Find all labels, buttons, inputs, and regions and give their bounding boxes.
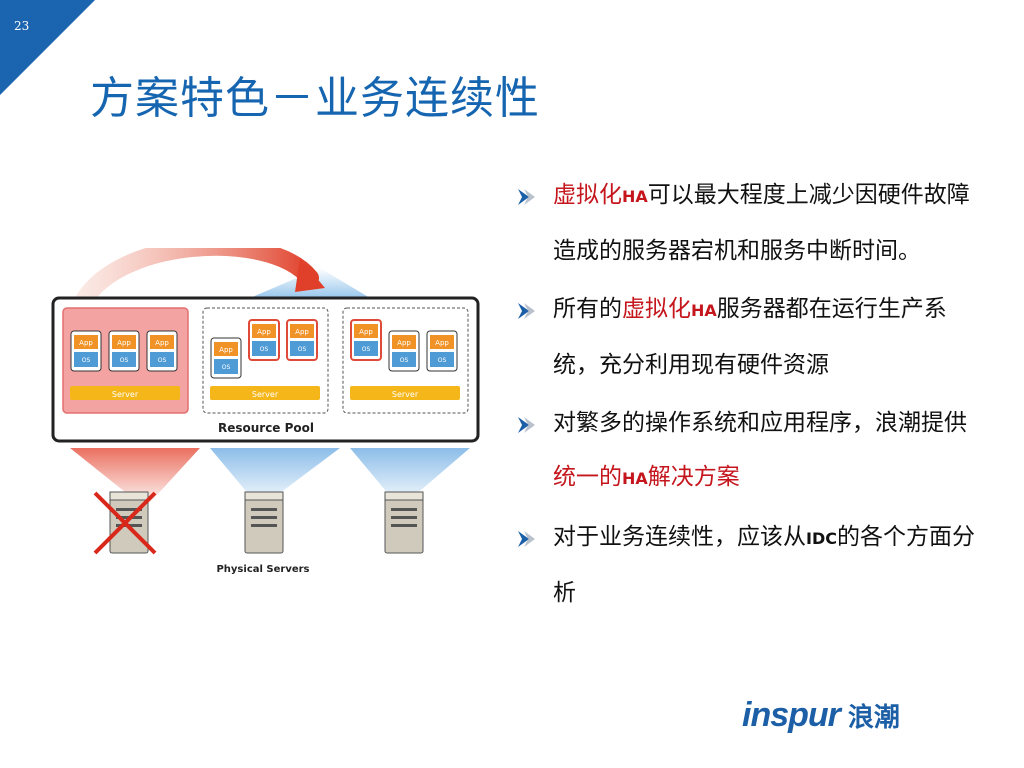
vm-1-3: App OS bbox=[146, 330, 178, 372]
slide-number: 23 bbox=[14, 19, 30, 33]
app-label: App bbox=[117, 339, 131, 347]
server-group-1: App OS App OS App OS Server bbox=[62, 307, 189, 414]
app-label: App bbox=[359, 328, 373, 336]
app-label: App bbox=[219, 346, 233, 354]
bullet-text-pre: 所有的 bbox=[553, 296, 622, 322]
highlight-ha: HA bbox=[622, 469, 648, 488]
vm-2-1: App OS bbox=[210, 337, 242, 379]
vm-3-3: App OS bbox=[426, 330, 458, 372]
beam-down-center bbox=[210, 448, 340, 508]
os-label: OS bbox=[260, 346, 269, 353]
bullet-text-pre: 对繁多的操作系统和应用程序，浪潮提供 bbox=[553, 410, 967, 436]
server-group-3: App OS App OS App OS Server bbox=[342, 307, 469, 414]
migration-arrow bbox=[71, 248, 319, 317]
arrow-head bbox=[295, 258, 325, 292]
ha-diagram: App OS App OS App OS Server App OS bbox=[51, 248, 480, 575]
chevron-bullet-icon bbox=[518, 531, 535, 547]
highlight-ha: HA bbox=[691, 301, 717, 320]
os-label: OS bbox=[82, 357, 91, 364]
idc-label: IDC bbox=[806, 529, 837, 548]
beam-down-left bbox=[70, 448, 200, 508]
app-label: App bbox=[257, 328, 271, 336]
bullet-text-pre: 对于业务连续性，应该从 bbox=[553, 524, 806, 550]
os-label: OS bbox=[158, 357, 167, 364]
physical-servers-label: Physical Servers bbox=[216, 564, 309, 575]
bullet-list: 虚拟化HA可以最大程度上减少因硬件故障造成的服务器宕机和服务中断时间。 所有的虚… bbox=[515, 168, 975, 624]
chevron-bullet-icon bbox=[518, 303, 535, 319]
logo-english: inspur bbox=[742, 696, 841, 734]
chevron-bullet-icon bbox=[518, 189, 535, 205]
resource-pool-label: Resource Pool bbox=[218, 421, 314, 435]
physical-server-2 bbox=[244, 491, 284, 554]
bullet-text: 服务器都在运行生产系统，充分利用现有硬件资源 bbox=[553, 296, 947, 378]
logo-chinese: 浪潮 bbox=[847, 703, 900, 733]
vm-2-3: App OS bbox=[286, 319, 318, 361]
os-label: OS bbox=[362, 346, 371, 353]
chevron-bullet-icon bbox=[518, 417, 535, 433]
highlight-virtualization: 虚拟化 bbox=[622, 296, 691, 322]
os-label: OS bbox=[222, 364, 231, 371]
beam-down-right bbox=[350, 448, 470, 508]
server-label: Server bbox=[252, 390, 279, 399]
highlight-ha: HA bbox=[622, 187, 648, 206]
highlight-solution: 解决方案 bbox=[647, 464, 740, 490]
bullet-item-4: 对于业务连续性，应该从IDC的各个方面分析 bbox=[515, 510, 975, 620]
os-label: OS bbox=[400, 357, 409, 364]
vm-1-1: App OS bbox=[70, 330, 102, 372]
inspur-logo: inspur 浪潮 bbox=[742, 696, 900, 735]
app-label: App bbox=[397, 339, 411, 347]
vm-2-2: App OS bbox=[248, 319, 280, 361]
app-label: App bbox=[295, 328, 309, 336]
highlight-virtualization: 虚拟化 bbox=[553, 182, 622, 208]
physical-server-3 bbox=[384, 491, 424, 554]
vm-3-2: App OS bbox=[388, 330, 420, 372]
bullet-text: 可以最大程度上减少因硬件故障造成的服务器宕机和服务中断时间。 bbox=[553, 182, 970, 264]
server-label: Server bbox=[392, 390, 419, 399]
bullet-item-2: 所有的虚拟化HA服务器都在运行生产系统，充分利用现有硬件资源 bbox=[515, 282, 975, 392]
os-label: OS bbox=[438, 357, 447, 364]
vm-3-1: App OS bbox=[350, 319, 382, 361]
os-label: OS bbox=[120, 357, 129, 364]
vm-1-2: App OS bbox=[108, 330, 140, 372]
highlight-unified: 统一的 bbox=[553, 464, 622, 490]
bullet-item-3: 对繁多的操作系统和应用程序，浪潮提供统一的HA解决方案 bbox=[515, 396, 975, 506]
corner-decoration bbox=[0, 0, 95, 95]
server-group-2: App OS App OS App OS Server bbox=[202, 307, 329, 414]
bullet-item-1: 虚拟化HA可以最大程度上减少因硬件故障造成的服务器宕机和服务中断时间。 bbox=[515, 168, 975, 278]
app-label: App bbox=[79, 339, 93, 347]
os-label: OS bbox=[298, 346, 307, 353]
app-label: App bbox=[435, 339, 449, 347]
physical-server-failed bbox=[93, 491, 157, 555]
page-title: 方案特色－业务连续性 bbox=[90, 73, 540, 124]
server-label: Server bbox=[112, 390, 139, 399]
bullet-text: 的各个方面分析 bbox=[553, 524, 975, 606]
app-label: App bbox=[155, 339, 169, 347]
